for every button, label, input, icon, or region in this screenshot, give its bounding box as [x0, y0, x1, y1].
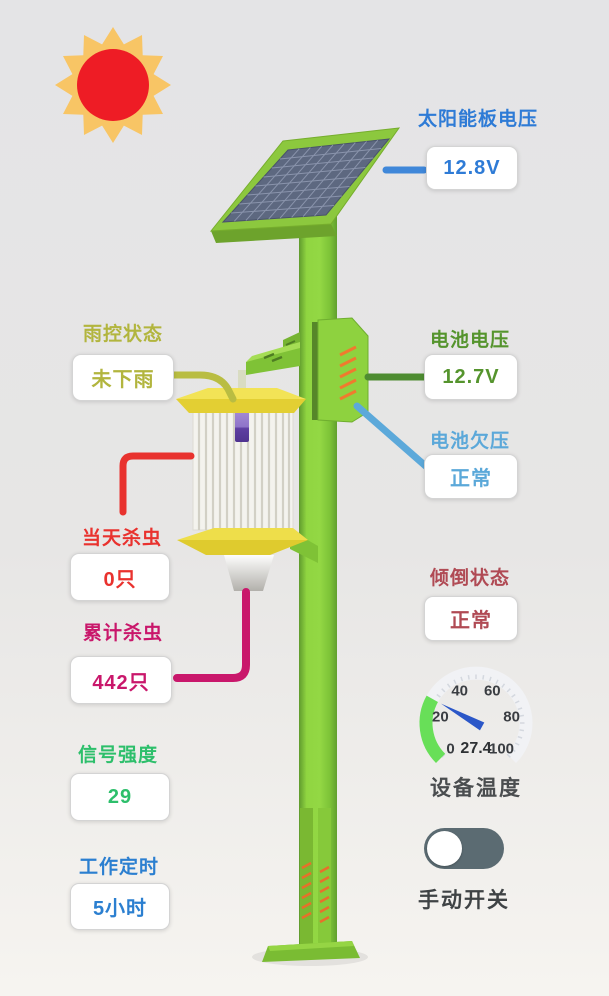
solar-panel [209, 127, 401, 243]
rain-status-label: 雨控状态 [82, 324, 163, 345]
signal-strength-value-box: 29 [70, 773, 170, 821]
battery-voltage-label: 电池电压 [429, 330, 510, 351]
battery-voltage-value-box: 12.7V [424, 354, 518, 400]
work-timer-label: 工作定时 [78, 857, 159, 878]
signal-strength-label: 信号强度 [77, 745, 158, 766]
gauge-needle [441, 703, 485, 731]
temperature-gauge-caption: 设备温度 [430, 777, 522, 800]
battery-undervoltage-value-box: 正常 [424, 454, 518, 499]
manual-switch-knob[interactable] [427, 831, 462, 866]
gauge-tick-60: 60 [483, 682, 501, 700]
today-kills-label: 当天杀虫 [81, 528, 162, 549]
work-timer-value-box: 5小时 [70, 883, 170, 930]
gauge-value: 27.4 [460, 739, 492, 757]
gauge-tick-40: 40 [451, 682, 469, 700]
gauge-progress-arc [419, 695, 446, 763]
connector-total-kills [173, 588, 250, 682]
connector-rain [166, 371, 237, 403]
today-kills-value-box: 0只 [70, 553, 170, 601]
sun-icon [55, 27, 171, 143]
tilt-status-label: 倾倒状态 [429, 568, 510, 589]
battery-box [312, 317, 369, 423]
total-kills-label: 累计杀虫 [82, 623, 163, 644]
rain-status-value-box: 未下雨 [72, 354, 174, 401]
gauge-tick-80: 80 [503, 708, 520, 726]
tilt-status-value-box: 正常 [424, 596, 518, 641]
gauge-tick-0: 0 [446, 740, 455, 757]
battery-undervoltage-label: 电池欠压 [429, 431, 510, 452]
temperature-gauge: 0 20 40 60 80 100 27.4 [412, 661, 540, 789]
gauge-tick-20: 20 [432, 708, 449, 726]
solar-voltage-label: 太阳能板电压 [417, 109, 538, 130]
insect-lamp [176, 388, 318, 591]
manual-switch-label: 手动开关 [418, 889, 510, 912]
connector-today-kills [119, 452, 195, 516]
connector-undervoltage [353, 402, 433, 473]
gauge-tick-100: 100 [488, 740, 515, 757]
manual-switch-toggle[interactable] [424, 828, 504, 869]
total-kills-value-box: 442只 [70, 656, 172, 704]
solar-voltage-value-box: 12.8V [426, 146, 518, 190]
